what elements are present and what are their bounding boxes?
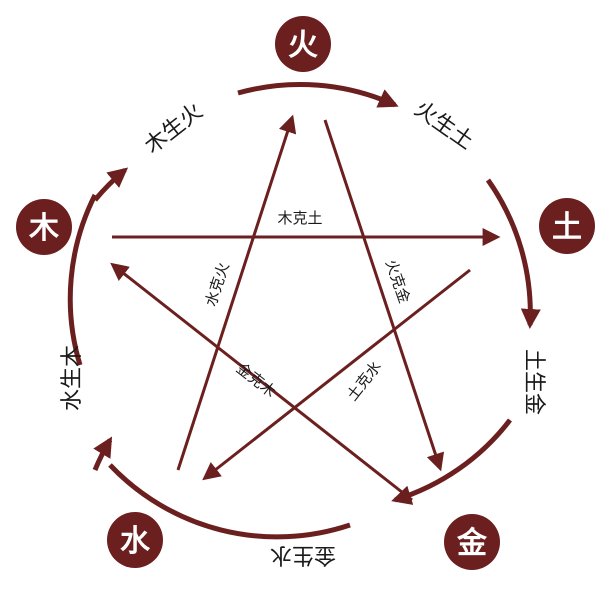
label-metal-water: 金生水 (270, 542, 336, 567)
label-water: 水 (120, 524, 151, 559)
arc-wood-fire (93, 167, 129, 202)
label-earth-metal: 土生金 (521, 349, 546, 415)
node-wood: 木 (16, 199, 72, 255)
arc-water-wood (92, 436, 113, 471)
generating-cycle (67, 81, 541, 540)
node-fire: 火 (275, 16, 331, 72)
arc-left-side (67, 193, 98, 366)
label-fire: 火 (288, 28, 318, 63)
arc-metal-water (391, 418, 512, 505)
overcoming-star (110, 114, 501, 502)
arc-fire-earth (237, 81, 399, 108)
arc-water-metal-bottom (108, 463, 351, 540)
line-water-fire (176, 114, 297, 471)
line-metal-wood (110, 262, 413, 502)
line-fire-metal (323, 119, 445, 472)
line-earth-water (202, 268, 471, 481)
label-water-wood: 水生木 (60, 345, 85, 411)
label-metal-wood: 金克木 (233, 359, 280, 401)
label-earth: 土 (552, 210, 582, 245)
label-fire-earth: 火生土 (410, 97, 478, 155)
label-fire-metal: 火克金 (382, 257, 414, 305)
label-wood-earth: 木克土 (277, 209, 322, 227)
label-wood-fire: 木生火 (140, 99, 207, 159)
label-metal: 金 (456, 526, 488, 561)
node-metal: 金 (444, 514, 500, 570)
arc-earth-metal (485, 178, 541, 329)
label-wood: 木 (28, 211, 59, 246)
node-water: 水 (107, 512, 163, 568)
node-earth: 土 (539, 198, 595, 254)
label-water-fire: 水克火 (202, 260, 233, 308)
